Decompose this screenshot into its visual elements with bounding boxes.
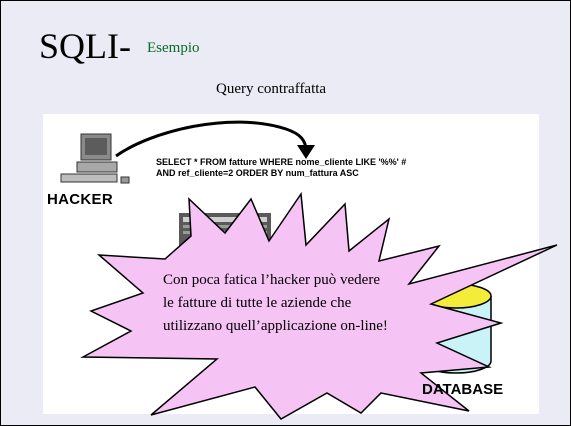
slide-subtitle: Query contraffatta	[216, 81, 327, 97]
callout-line-1: Con poca fatica l’hacker può vedere	[163, 272, 380, 288]
query-arrow	[115, 120, 315, 159]
callout-text: Con poca fatica l’hacker può vedere le f…	[163, 269, 483, 338]
slide-title-suffix: Esempio	[147, 40, 200, 56]
callout-line-2: le fatture di tutte le aziende che	[163, 295, 352, 311]
computer-icon	[60, 133, 130, 184]
slide-title: SQLI-	[39, 26, 131, 66]
injected-query-line-1: SELECT * FROM fatture WHERE nome_cliente…	[156, 157, 407, 167]
callout-starburst	[80, 191, 558, 420]
callout-line-3: utilizzano quell’applicazione on-line!	[163, 318, 388, 334]
injected-query: SELECT * FROM fatture WHERE nome_cliente…	[156, 157, 406, 179]
database-label: DATABASE	[422, 381, 504, 398]
injected-query-line-2: AND ref_cliente=2 ORDER BY num_fattura A…	[156, 168, 359, 178]
hacker-label: HACKER	[47, 191, 113, 208]
